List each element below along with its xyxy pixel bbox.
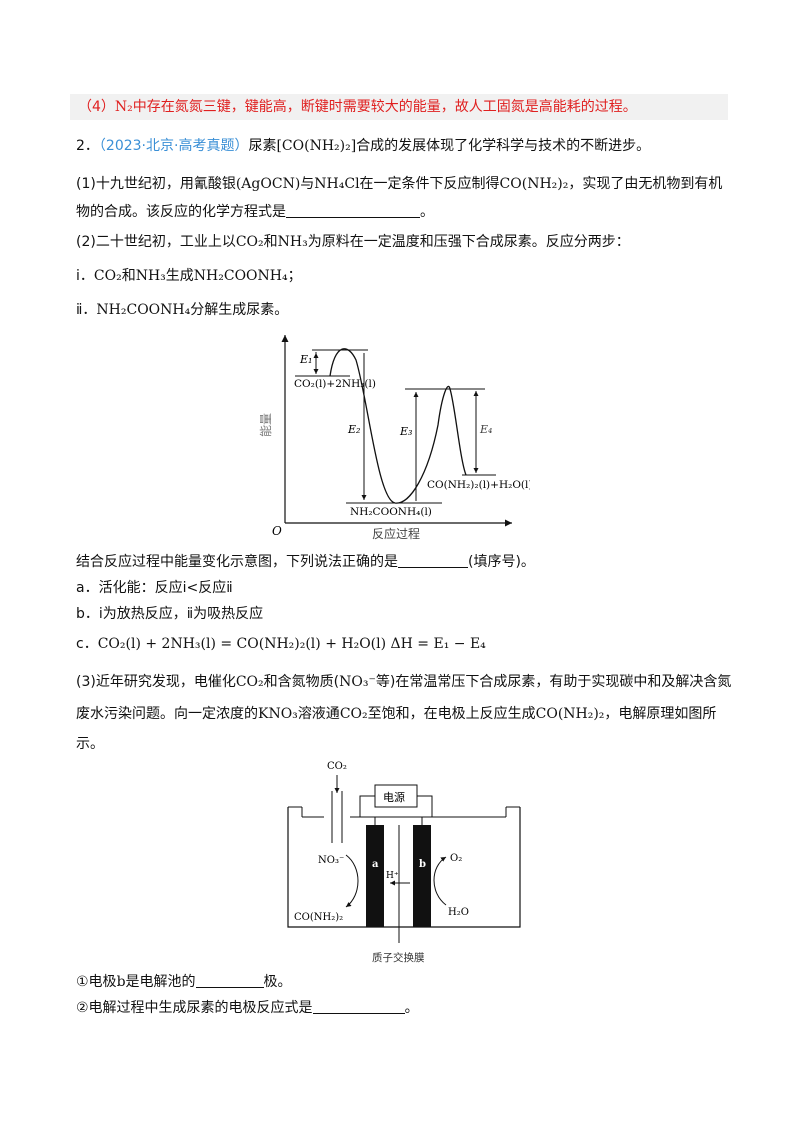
membrane-label: 质子交换膜 (372, 951, 425, 964)
urea-label: CO(NH₂)₂ (294, 912, 343, 923)
energy-diagram: O 能量 反应过程 E₁ E₂ E₃ E₄ CO₂(l)+2NH₃(l) NH₂… (259, 335, 530, 541)
o2-label: O₂ (450, 853, 462, 864)
formula: N₂ (114, 99, 133, 115)
power-supply-label: 电源 (383, 790, 405, 804)
intermediate-label: NH₂COONH₄(l) (350, 506, 432, 518)
question-source: （2023·北京·高考真题） (98, 138, 249, 154)
subquestion-2: ②电解过程中生成尿素的电极反应式是。 (76, 999, 419, 1016)
e4-label: E₄ (479, 423, 492, 436)
electrolysis-diagram: CO₂ 电源 a b 质子交换膜 H⁺ NO₃⁻ CO(NH₂)₂ H₂O O₂ (287, 761, 521, 964)
e2-label: E₂ (347, 423, 360, 436)
energy-curve (329, 348, 467, 504)
co2-inlet-label: CO₂ (327, 761, 347, 772)
nitrate-label: NO₃⁻ (318, 855, 344, 866)
part-2-intro: (2)二十世纪初，工业上以CO₂和NH₃为原料在一定温度和压强下合成尿素。反应分… (76, 234, 630, 250)
part-3-line-2: 废水污染问题。向一定浓度的KNO₃溶液通CO₂至饱和，在电极上反应生成CO(NH… (76, 706, 717, 722)
option-b: b．ⅰ为放热反应，ⅱ为吸热反应 (76, 606, 264, 622)
step-2: ⅱ．NH₂COONH₄分解生成尿素。 (76, 302, 289, 318)
h-plus-label: H⁺ (386, 871, 399, 881)
part-1-line-1: (1)十九世纪初，用氰酸银(AgOCN)与NH₄Cl在一定条件下反应制得CO(N… (76, 176, 723, 192)
option-c: c．CO₂(l) + 2NH₃(l) = CO(NH₂)₂(l) + H₂O(l… (76, 636, 486, 652)
electrode-b-label: b (419, 859, 426, 870)
part-2-question: 结合反应过程中能量变化示意图，下列说法正确的是(填序号)。 (76, 553, 535, 570)
wire-left (359, 795, 376, 825)
answer-line-4: （4）N₂中存在氮氮三键，键能高，断键时需要较大的能量，故人工固氮是高能耗的过程… (78, 99, 637, 115)
part-3-line-1: (3)近年研究发现，电催化CO₂和含氮物质(NO₃⁻等)在常温常压下合成尿素，有… (76, 674, 732, 690)
reactants-label: CO₂(l)+2NH₃(l) (294, 378, 376, 390)
option-c-equation: CO₂(l) + 2NH₃(l) = CO(NH₂)₂(l) + H₂O(l) … (97, 636, 486, 652)
e1-label: E₁ (299, 353, 312, 366)
answer-blank[interactable] (195, 973, 264, 988)
formula: [CO(NH₂)₂] (276, 138, 357, 154)
origin-label: O (272, 524, 282, 538)
electrode-a (366, 825, 384, 927)
products-label: CO(NH₂)₂(l)+H₂O(l) (427, 479, 530, 491)
answer-blank[interactable] (398, 553, 468, 568)
part-3-line-3: 示。 (76, 736, 104, 752)
anode-reaction-arrow (433, 856, 447, 906)
option-a: a．活化能：反应ⅰ<反应ⅱ (76, 580, 233, 596)
y-axis-label: 能量 (259, 413, 273, 437)
cell-container (287, 807, 521, 928)
question-2-header: 2．（2023·北京·高考真题）尿素[CO(NH₂)₂]合成的发展体现了化学科学… (76, 138, 651, 154)
electrode-a-label: a (372, 859, 379, 870)
part-1-line-2: 物的合成。该反应的化学方程式是。 (76, 203, 434, 220)
wire-right (417, 795, 433, 825)
step-1: ⅰ．CO₂和NH₃生成NH₂COONH₄； (76, 268, 302, 284)
h2o-label: H₂O (448, 907, 469, 918)
answer-blank[interactable] (312, 999, 405, 1014)
e3-label: E₃ (399, 425, 412, 438)
x-axis-label: 反应过程 (372, 526, 420, 541)
cathode-reaction-arrow (345, 854, 359, 908)
electrode-b (413, 825, 431, 927)
answer-banner: （4）N₂中存在氮氮三键，键能高，断键时需要较大的能量，故人工固氮是高能耗的过程… (70, 94, 728, 120)
subquestion-1: ①电极b是电解池的极。 (76, 973, 292, 990)
answer-blank[interactable] (286, 203, 420, 218)
